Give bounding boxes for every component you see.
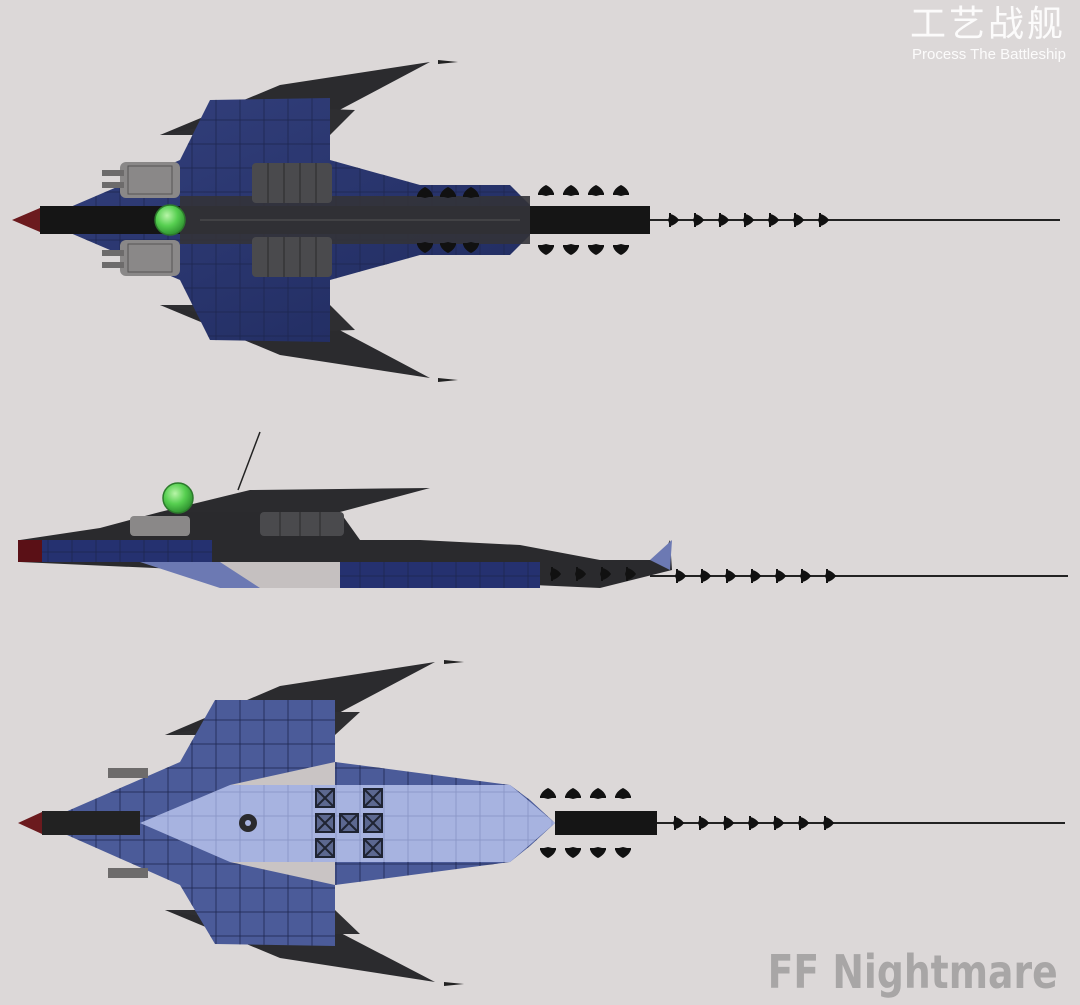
side-lower-navy-grid xyxy=(340,562,540,588)
bottom-hatch-grid xyxy=(315,788,383,858)
top-view-ship xyxy=(12,60,1060,382)
watermark-title: 工艺战舰 xyxy=(909,4,1066,45)
side-mast xyxy=(237,431,261,491)
bottom-nose-tip xyxy=(18,812,42,834)
top-engine-lower xyxy=(252,237,332,277)
side-turret xyxy=(130,516,190,536)
top-turret-upper xyxy=(102,162,180,198)
bottom-vent-icon xyxy=(239,814,257,832)
side-navy-band-grid xyxy=(42,540,212,562)
bottom-missile-lower xyxy=(444,982,464,986)
watermark: 工艺战舰 Process The Battleship xyxy=(910,4,1066,63)
bottom-grey-lower xyxy=(230,862,335,885)
bottom-missile-upper xyxy=(444,660,464,664)
side-lower-grey xyxy=(220,562,340,588)
ship-name-label: FF Nightmare xyxy=(768,945,1058,999)
bottom-spine-front xyxy=(42,811,140,835)
watermark-subtitle: Process The Battleship xyxy=(912,46,1066,63)
top-engine-upper xyxy=(252,163,332,203)
side-view-ship xyxy=(18,431,1068,588)
bottom-spine-rear xyxy=(555,811,657,835)
side-nose xyxy=(18,540,42,562)
side-upper-wing xyxy=(160,488,430,512)
top-nose-tip xyxy=(12,208,40,232)
top-missile-lower xyxy=(438,378,458,382)
bottom-view-ship xyxy=(18,660,1065,986)
side-cockpit-dome xyxy=(162,482,194,514)
top-turret-lower xyxy=(102,240,180,276)
top-cockpit-dome xyxy=(154,204,186,236)
side-tail-fin xyxy=(650,540,672,570)
bottom-grey-upper xyxy=(230,762,335,785)
bottom-turret-upper xyxy=(108,768,148,778)
bottom-turret-lower xyxy=(108,868,148,878)
top-missile-upper xyxy=(438,60,458,64)
side-engine xyxy=(260,512,344,536)
